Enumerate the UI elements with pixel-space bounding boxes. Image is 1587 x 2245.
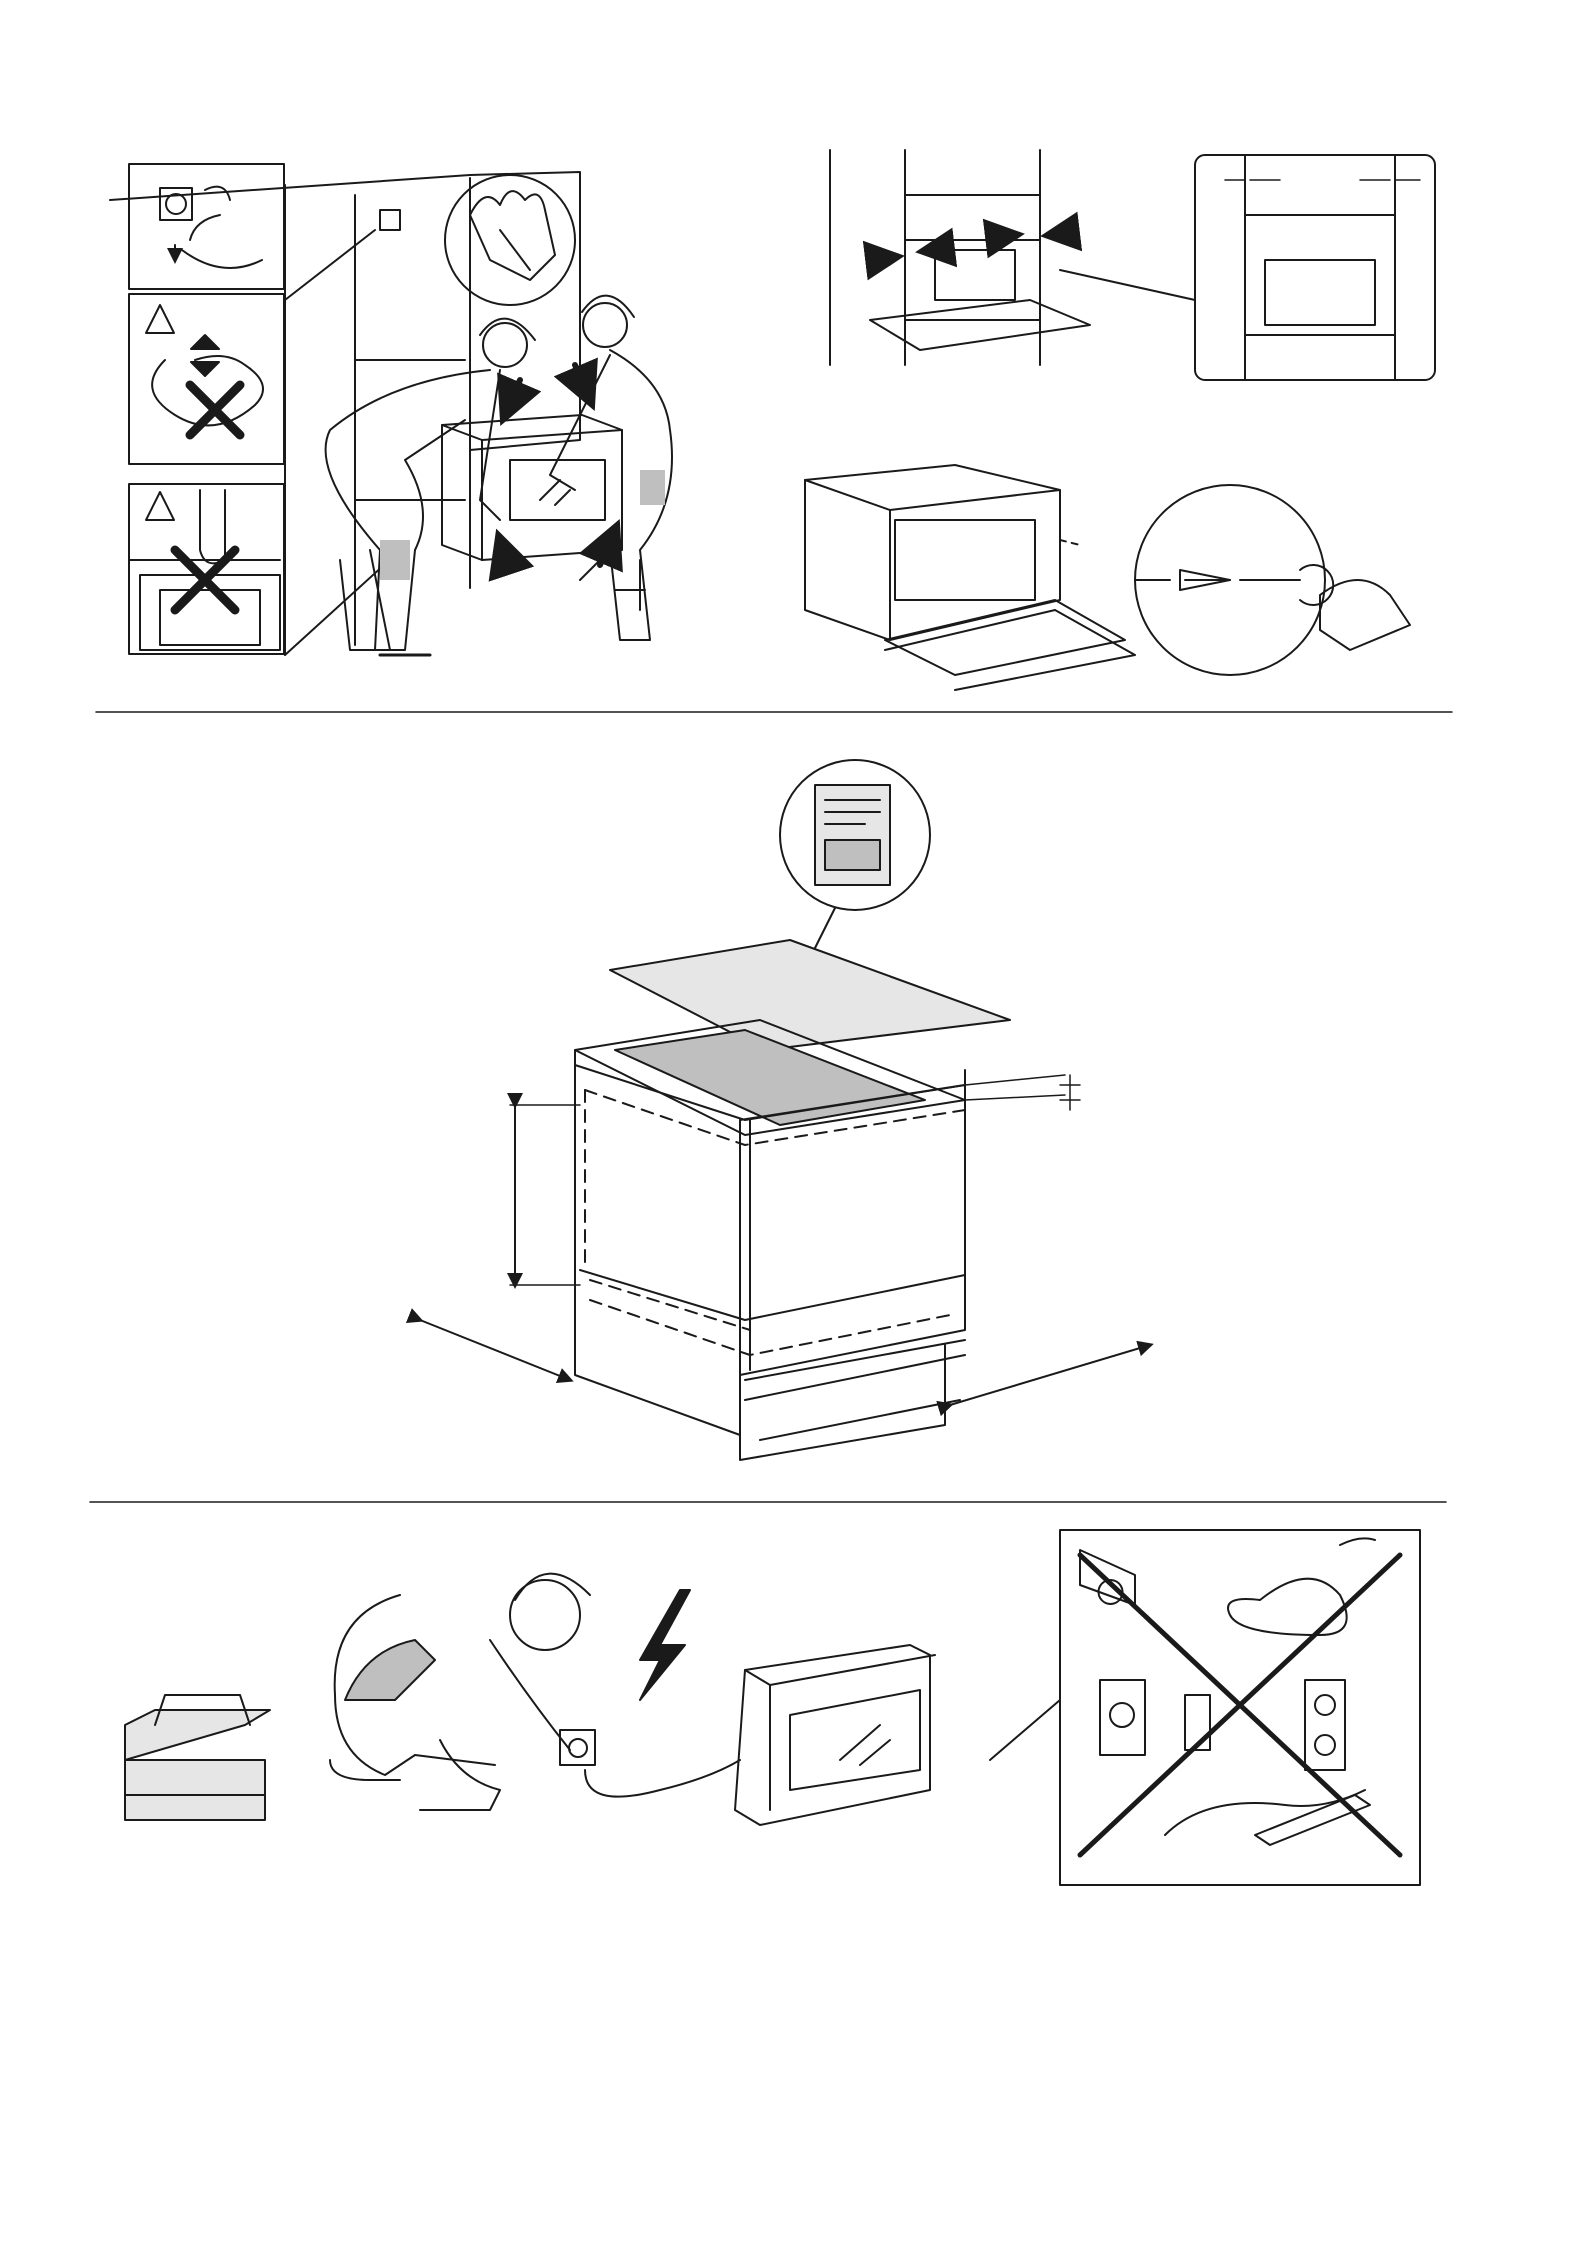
cable-warning-inset (129, 294, 284, 464)
screw-fixing-detail (805, 465, 1410, 690)
cabinet-dimensions-diagram (420, 760, 1150, 1460)
warning-triangle-icon (146, 305, 174, 333)
gloves-inset (445, 175, 575, 305)
door-handle-warning-inset (129, 484, 284, 654)
cross-icon (190, 385, 240, 435)
section-2-cabinet (420, 760, 1150, 1460)
toolbox-icon (125, 1695, 270, 1820)
oven-niche-gap-detail (830, 150, 1435, 380)
protective-gloves-icon (470, 191, 555, 280)
socket-disconnect-inset (129, 164, 284, 289)
no-adapters-or-extension-cords (990, 1530, 1420, 1885)
section-1-mounting (110, 150, 1435, 690)
manual-booklet-icon (815, 785, 890, 885)
toolbox (125, 1695, 270, 1820)
kitchen-furniture (110, 172, 580, 655)
gap-arrows-icon (870, 257, 895, 260)
lightning-bolt-icon (640, 1590, 690, 1700)
electrician-connecting-oven (330, 1574, 935, 1825)
plug-socket-icon (160, 188, 192, 220)
section-3-electrical (125, 1530, 1420, 1885)
warning-triangle-icon (146, 492, 174, 520)
two-installers-lifting-oven (326, 296, 672, 655)
